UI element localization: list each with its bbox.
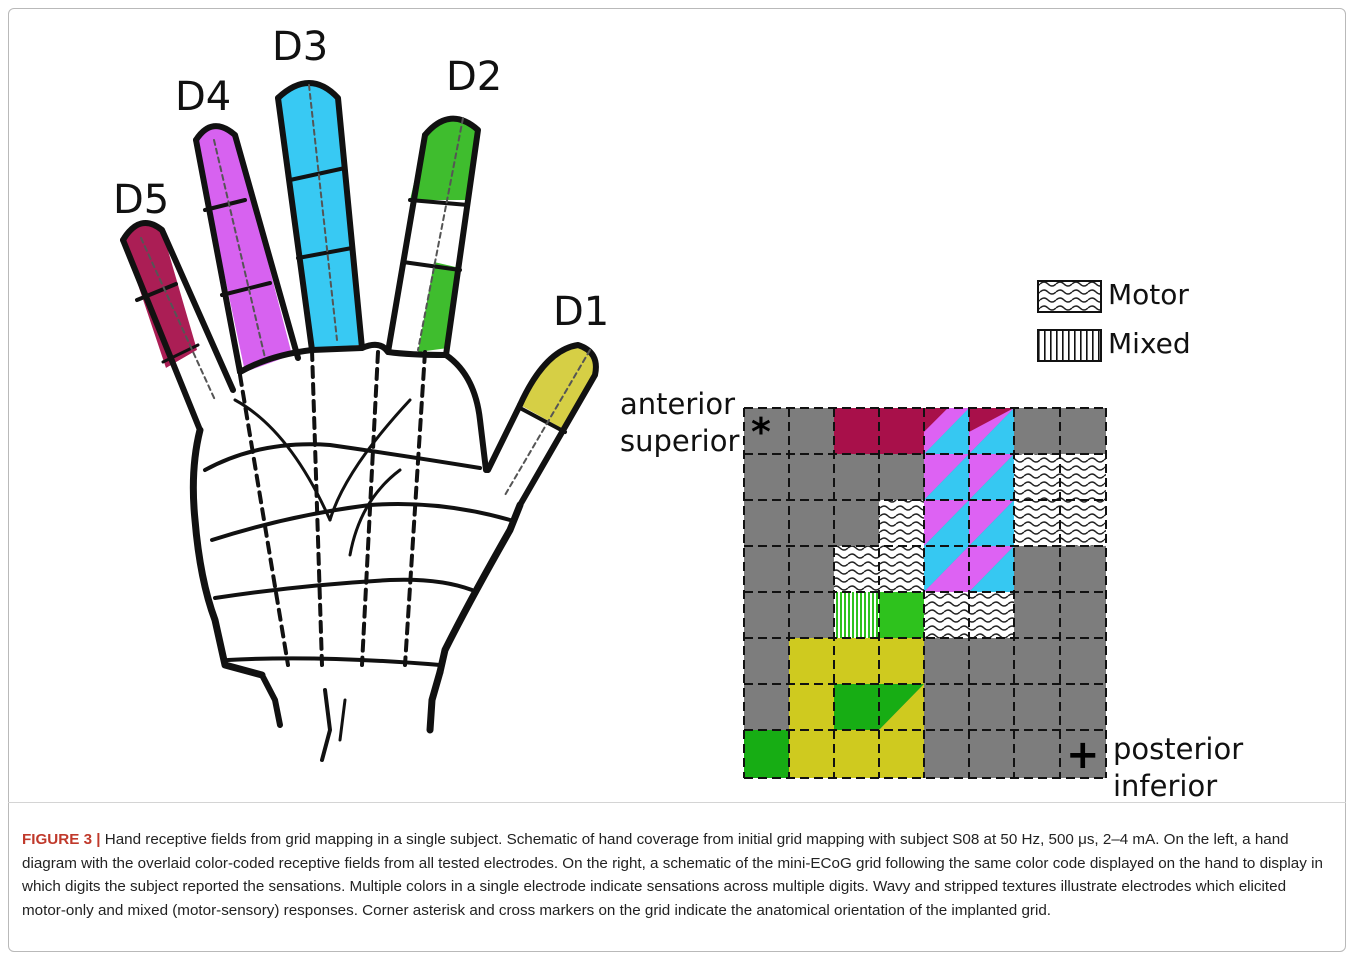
legend-swatches [1037,280,1102,362]
finger-d2 [385,115,481,358]
legend-motor-swatch [1037,280,1102,313]
hand-diagram [120,80,599,762]
finger-d3 [275,80,365,353]
label-d2: D2 [446,54,503,100]
caption-divider [8,802,1346,803]
label-superior: superior [620,424,740,458]
legend-mixed-label: Mixed [1108,327,1191,360]
corner-cross-marker: + [1066,732,1100,778]
finger-d4 [193,123,301,375]
figure-frame [8,8,1346,952]
label-d3: D3 [272,24,329,70]
electrode-grid [743,407,1107,779]
label-d5: D5 [113,177,170,223]
finger-d5 [120,219,236,433]
corner-asterisk-marker: * [751,410,771,454]
caption-text: Hand receptive fields from grid mapping … [22,831,1323,919]
label-posterior: posterior [1113,732,1244,766]
finger-d1 [485,342,599,508]
label-inferior: inferior [1113,769,1218,803]
label-d1: D1 [553,289,610,335]
legend-motor-label: Motor [1108,278,1189,311]
label-d4: D4 [175,74,232,120]
figure-number: FIGURE 3 | [22,831,101,848]
figure-caption: FIGURE 3 | Hand receptive fields from gr… [22,828,1334,922]
label-anterior: anterior [620,387,736,421]
legend-mixed-swatch [1037,329,1102,362]
